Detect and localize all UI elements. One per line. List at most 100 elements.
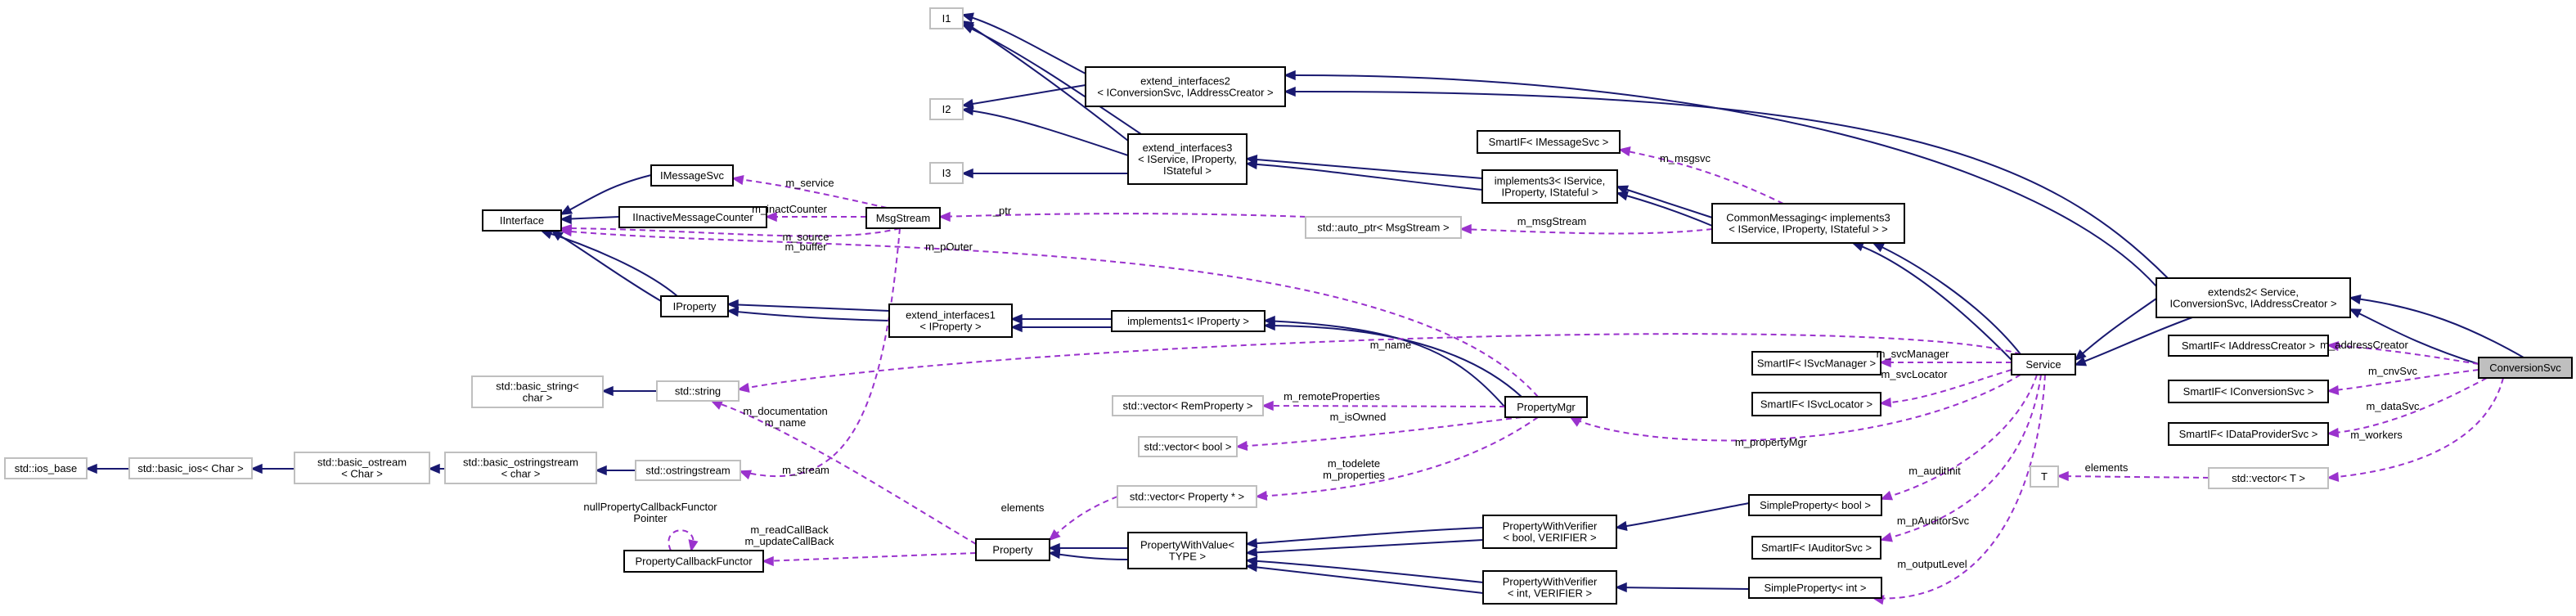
edge-label: m_readCallBack	[750, 524, 829, 536]
usage-edge	[560, 226, 1539, 398]
inheritance-edge	[961, 84, 1086, 109]
inheritance-edge	[1615, 582, 1750, 593]
class-node-t: T	[2030, 465, 2059, 488]
edge-label: m_cnvSvc	[2368, 365, 2417, 377]
usage-edge	[1880, 374, 2042, 542]
usage-edge	[2326, 340, 2479, 365]
edge-arrowhead	[1879, 357, 1891, 368]
class-node-label: < IService, IProperty,	[1138, 153, 1237, 165]
class-node-label: SimpleProperty< bool >	[1760, 499, 1871, 511]
class-node-basic-string: std::basic_string<char >	[471, 375, 604, 408]
class-node-propertycallbackfunctor[interactable]: PropertyCallbackFunctor	[623, 550, 764, 573]
class-node-vector-bool: std::vector< bool >	[1138, 436, 1238, 457]
inheritance-edge	[1245, 527, 1484, 549]
class-node-property[interactable]: Property	[975, 538, 1050, 561]
class-node-conversionsvc[interactable]: ConversionSvc	[2478, 357, 2573, 379]
edge-arrowhead	[2074, 348, 2087, 362]
class-node-label: < char >	[501, 468, 541, 480]
class-node-label: std::ostringstream	[645, 465, 730, 477]
inheritance-edge	[2349, 308, 2479, 365]
class-node-label: I3	[942, 167, 951, 179]
edge-label: m_svcLocator	[1881, 368, 1949, 380]
class-node-imessagesvc[interactable]: IMessageSvc	[650, 164, 734, 187]
class-node-label: IConversionSvc, IAddressCreator >	[2169, 298, 2336, 310]
edges-layer	[85, 12, 2524, 605]
edge-label: m_workers	[2350, 429, 2403, 441]
usage-edge	[731, 175, 888, 209]
inheritance-edge	[551, 229, 662, 302]
class-node-smartif-isvcmanager[interactable]: SmartIF< ISvcManager >	[1751, 351, 1881, 375]
class-node-service[interactable]: Service	[2011, 353, 2076, 375]
edge-label: m_properties	[1323, 469, 1385, 481]
class-node-label: IInterface	[500, 214, 544, 227]
class-node-basic-ostream: std::basic_ostream< Char >	[294, 452, 430, 484]
class-node-label: IMessageSvc	[660, 169, 725, 182]
edge-arrowhead	[1010, 321, 1023, 333]
class-node-label: std::ios_base	[15, 462, 78, 474]
class-node-extend-interfaces2[interactable]: extend_interfaces2< IConversionSvc, IAdd…	[1085, 66, 1286, 107]
usage-edge	[668, 529, 699, 552]
class-node-label: implements1< IProperty >	[1127, 315, 1249, 327]
class-node-propertymgr[interactable]: PropertyMgr	[1504, 396, 1588, 418]
class-node-smartif-iauditorsvc[interactable]: SmartIF< IAuditorSvc >	[1751, 536, 1881, 560]
class-node-label: Service	[2025, 358, 2061, 371]
class-node-label: std::vector< Property * >	[1130, 491, 1244, 503]
class-node-smartif-idataprovidersvc[interactable]: SmartIF< IDataProviderSvc >	[2168, 422, 2329, 446]
edge-arrowhead	[601, 385, 614, 397]
inheritance-edge	[1010, 321, 1112, 333]
class-node-label: std::basic_string<	[496, 380, 579, 393]
edge-arrowhead	[1879, 397, 1892, 408]
inheritance-edge	[961, 168, 1128, 179]
class-node-label: PropertyCallbackFunctor	[635, 555, 753, 568]
class-node-extend-interfaces1[interactable]: extend_interfaces1< IProperty >	[888, 304, 1013, 338]
usage-edge	[938, 211, 1306, 223]
edge-arrowhead	[961, 24, 975, 34]
class-node-simpleproperty-bool[interactable]: SimpleProperty< bool >	[1748, 494, 1882, 516]
inheritance-edge	[1284, 86, 2169, 279]
class-node-iproperty[interactable]: IProperty	[660, 295, 729, 317]
class-node-label: IInactiveMessageCounter	[632, 211, 753, 223]
class-node-simpleproperty-int[interactable]: SimpleProperty< int >	[1748, 577, 1882, 599]
class-node-smartif-iaddresscreator[interactable]: SmartIF< IAddressCreator >	[2168, 335, 2329, 357]
usage-edge	[1879, 357, 2012, 368]
class-node-ios-base: std::ios_base	[4, 457, 88, 479]
edge-label: elements	[1001, 501, 1045, 514]
class-node-msgstream[interactable]: MsgStream	[865, 207, 941, 229]
class-node-label: extend_interfaces2	[1140, 75, 1230, 88]
class-node-label: std::vector< T >	[2232, 472, 2305, 484]
inheritance-edge	[1048, 542, 1128, 554]
inheritance-edge	[1872, 242, 2021, 355]
edge-arrowhead	[2057, 470, 2069, 482]
class-node-smartif-iconversionsvc[interactable]: SmartIF< IConversionSvc >	[2168, 380, 2329, 403]
class-node-pwv-bool[interactable]: PropertyWithVerifier< bool, VERIFIER >	[1482, 515, 1617, 549]
class-node-propertywithvalue[interactable]: PropertyWithValue<TYPE >	[1127, 532, 1248, 569]
class-node-iinactivemessagecounter[interactable]: IInactiveMessageCounter	[618, 206, 767, 228]
usage-edge	[765, 211, 866, 223]
class-node-extends2[interactable]: extends2< Service,IConversionSvc, IAddre…	[2156, 277, 2351, 318]
class-node-implements1[interactable]: implements1< IProperty >	[1111, 310, 1266, 332]
class-node-iinterface[interactable]: IInterface	[482, 209, 562, 232]
edge-arrowhead	[1618, 146, 1631, 157]
class-node-pwv-int[interactable]: PropertyWithVerifier< int, VERIFIER >	[1482, 570, 1617, 605]
usage-edge	[1255, 416, 1539, 501]
edge-arrowhead	[560, 214, 572, 225]
class-node-implements3[interactable]: implements3< IService,IProperty, IStatef…	[1481, 169, 1618, 204]
edge-arrowhead	[710, 400, 724, 410]
class-node-smartif-isvclocator[interactable]: SmartIF< ISvcLocator >	[1751, 392, 1881, 416]
edge-arrowhead	[726, 299, 739, 310]
class-node-commonmessaging[interactable]: CommonMessaging< implements3< IService, …	[1711, 203, 1905, 244]
class-node-extend-interfaces3[interactable]: extend_interfaces3< IService, IProperty,…	[1127, 133, 1248, 185]
class-node-smartif-imessagesvc[interactable]: SmartIF< IMessageSvc >	[1477, 130, 1621, 154]
class-node-label: SmartIF< IMessageSvc >	[1489, 136, 1609, 148]
edge-label: m_updateCallBack	[744, 535, 834, 547]
edge-arrowhead	[762, 555, 774, 567]
edge-label: m_todelete	[1328, 457, 1380, 470]
edge-arrowhead	[1284, 86, 1296, 97]
edge-arrowhead	[1616, 191, 1629, 201]
class-node-label: PropertyWithVerifier	[1503, 520, 1598, 533]
edge-label: m_name	[765, 416, 807, 429]
edge-arrowhead	[2326, 427, 2340, 438]
edge-arrowhead	[250, 463, 263, 474]
edge-arrowhead	[1245, 561, 1258, 573]
